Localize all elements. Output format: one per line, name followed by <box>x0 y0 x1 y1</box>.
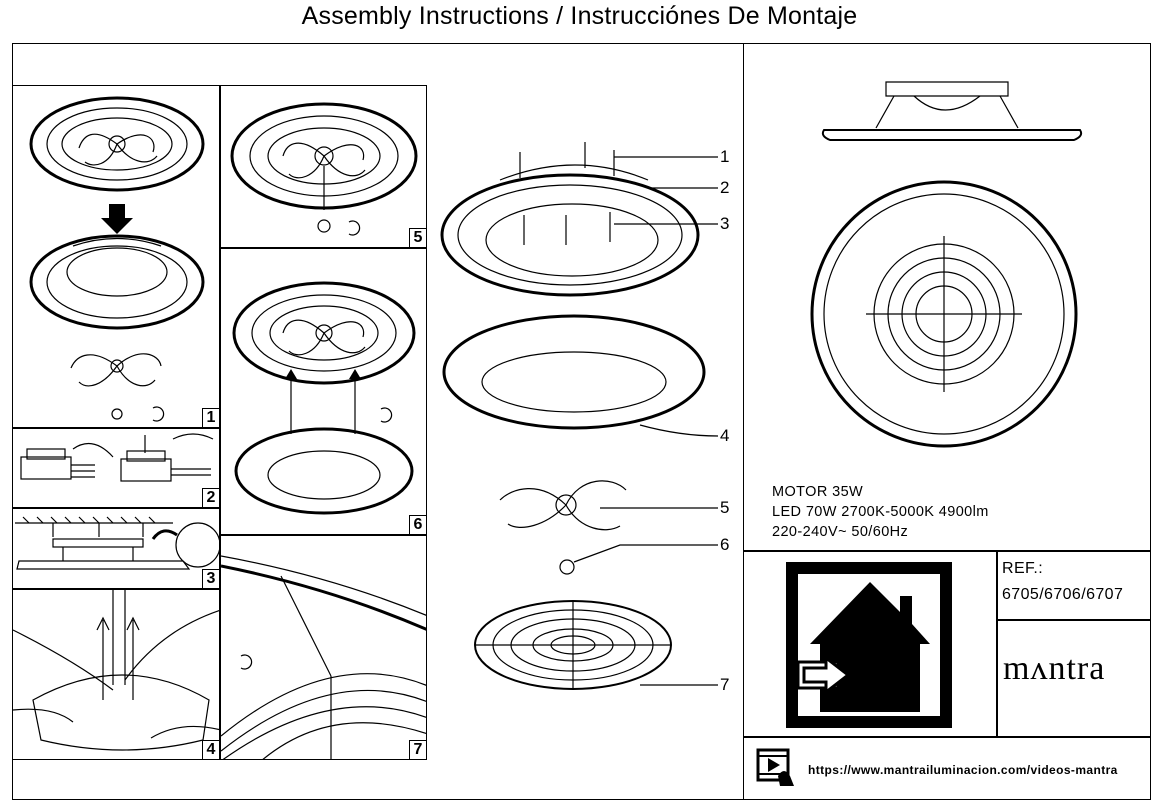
step-1-panel: 1 <box>12 85 220 428</box>
video-url-link[interactable]: https://www.mantrailuminacion.com/videos… <box>808 763 1118 777</box>
step-6-drawing <box>232 281 416 515</box>
step-7-panel: 7 <box>220 535 427 760</box>
video-panel <box>743 737 1151 800</box>
step-number-1: 1 <box>202 408 219 427</box>
spec-led: LED 70W 2700K-5000K 4900lm <box>772 504 989 520</box>
part-callout-6: 6 <box>720 535 730 554</box>
step-number-3: 3 <box>202 569 219 588</box>
step-2-drawing <box>20 433 214 482</box>
step-1-drawing <box>29 96 205 422</box>
video-play-icon <box>756 748 794 786</box>
brand-panel <box>997 620 1151 737</box>
product-views-drawing <box>810 81 1083 448</box>
part-callout-4: 4 <box>720 426 730 445</box>
step-number-4: 4 <box>202 740 219 759</box>
step-4-drawing <box>13 590 219 751</box>
spec-motor: MOTOR 35W <box>772 484 864 500</box>
product-views-panel <box>743 43 1151 551</box>
ref-label: REF.: <box>1002 560 1044 577</box>
step-7-drawing <box>221 555 426 759</box>
step-6-panel: 6 <box>220 248 427 535</box>
step-number-7: 7 <box>409 740 426 759</box>
step-2-panel: 2 <box>12 428 220 508</box>
step-5-drawing <box>230 102 418 236</box>
step-5-panel: 5 <box>220 85 427 248</box>
step-number-2: 2 <box>202 488 219 507</box>
page-title: Assembly Instructions / Instrucciónes De… <box>301 2 858 30</box>
part-callout-7: 7 <box>720 675 730 694</box>
part-callout-2: 2 <box>720 178 730 197</box>
ref-models: 6705/6706/6707 <box>1002 586 1124 603</box>
part-callout-5: 5 <box>720 498 730 517</box>
brand-logo: mʌntra <box>1003 650 1106 687</box>
step-4-panel: 4 <box>12 589 220 760</box>
step-3-panel: 3 <box>12 508 220 589</box>
step-number-5: 5 <box>409 228 426 247</box>
step-number-6: 6 <box>409 515 426 534</box>
arrow-down-icon <box>101 204 133 234</box>
spec-voltage: 220-240V~ 50/60Hz <box>772 524 909 540</box>
part-callout-1: 1 <box>720 147 730 166</box>
indoor-use-panel <box>743 551 997 737</box>
part-callout-3: 3 <box>720 214 730 233</box>
step-3-drawing <box>15 516 219 570</box>
ref-panel: REF.: 6705/6706/6707 <box>997 551 1151 620</box>
indoor-use-icon <box>786 562 952 728</box>
